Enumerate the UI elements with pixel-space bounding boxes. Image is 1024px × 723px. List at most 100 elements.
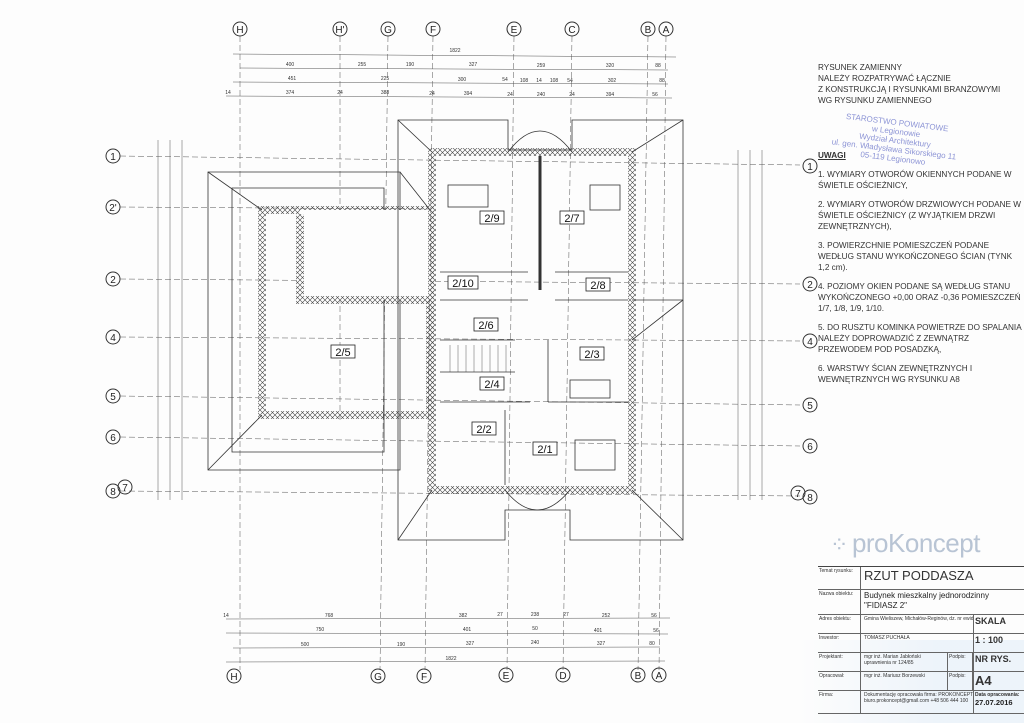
axis-label: 5 [110,392,116,403]
dimension-lines [157,53,763,663]
dimension: 388 [381,90,390,96]
dimension: 56 [652,92,658,98]
dimension: 768 [325,613,334,619]
label: Podpis: [947,653,973,671]
dimension: 27 [563,612,569,618]
axis-label: A [663,25,670,36]
dimension: 80 [649,641,655,647]
axis-label: F [421,672,427,683]
dimension: 259 [537,63,546,69]
main-house [397,119,684,541]
dimension: 24 [507,92,513,98]
drawing-number-label: NR RYS. [973,653,1024,671]
address: Gmina Wieliszew, Michałów-Reginów, dz. n… [864,616,973,622]
dimension: 190 [397,642,406,648]
dimension: 108 [550,78,559,84]
dimension: 14 [536,78,542,84]
axis-label: 7 [795,489,801,500]
dimension: 54 [567,78,573,84]
dimension: 88 [659,78,665,84]
object-name: Budynek mieszkalny jednorodzinny [864,591,989,600]
axis-label: 5 [807,401,813,412]
room-label: 2/9 [484,213,499,225]
email: biuro.prokoncept@gmail.com [864,698,930,704]
dimension: 56 [651,613,657,619]
scale-value: 1 : 100 [973,634,1024,652]
dimension: 302 [608,78,617,84]
left-wing [207,171,434,471]
dimension: 327 [597,641,606,647]
dimension: 14 [223,613,229,619]
dimension: 750 [316,627,325,633]
label: Projektant: [818,653,861,671]
dimension: 300 [458,77,467,83]
dimension: 374 [286,90,295,96]
axis-markers-bottom: H G F E D B A [226,667,667,684]
axis-label: 2 [807,280,813,291]
notes-title: UWAGI [818,151,846,160]
axis-label: F [430,25,436,36]
dimension: 108 [520,78,529,84]
room-label: 2/10 [452,278,473,290]
axis-label: E [511,25,518,36]
dimension: 24 [429,91,435,97]
company: Dokumentację opracowała firma: PROKONCEP… [864,692,973,698]
note-item: 1. WYMIARY OTWORÓW OKIENNYCH PODANE W ŚW… [818,170,1012,190]
room-label: 2/8 [590,280,605,292]
grid-lines [119,35,801,671]
axis-label: H [230,672,237,683]
dimension-texts-top: 1822 400 255 190 327 259 320 88 451 225 … [225,48,665,98]
dimension: 382 [459,613,468,619]
label: Firma: [818,691,861,713]
note-item: 5. DO RUSZTU KOMINKA POWIETRZE DO SPALAN… [818,323,1022,354]
room-label: 2/5 [335,347,350,359]
designer-permit: uprawnienia nr 124/85 [864,660,914,666]
date: 27.07.2016 [975,698,1013,707]
logo-text: proKoncept [851,528,980,558]
axis-markers-right: 1 2 4 5 6 7 8 [790,158,818,505]
checker: mgr inż. Mariusz Borzewski [864,673,925,679]
note-item: 3. POWIERZCHNIE POMIESZCZEŃ PODANE WEDŁU… [818,241,1013,272]
axis-label: B [635,671,642,682]
dimension: 1822 [445,656,456,662]
axis-label: A [656,671,663,682]
title-block: Temat rysunku:RZUT PODDASZA Nazwa obiekt… [818,566,1024,714]
dimension: 24 [337,90,343,96]
room-label: 2/3 [584,349,599,361]
room-label: 2/2 [476,424,491,436]
axis-label: C [568,25,575,36]
room-label: 2/6 [478,320,493,332]
dimension: 255 [358,62,367,68]
dimension: 1822 [449,48,460,54]
room-label: 2/7 [564,213,579,225]
axis-label: 2' [109,203,117,214]
note-item: 6. WARSTWY ŚCIAN ZEWNĘTRZNYCH I WEWNĘTRZ… [818,364,973,384]
dimension: 190 [406,62,415,68]
phone: +48 506 444 100 [930,698,969,704]
note-item: 2. WYMIARY OTWORÓW DRZWIOWYCH PODANE W Ś… [818,200,1022,231]
dimension: 54 [502,77,508,83]
dimension: 240 [537,92,546,98]
axis-label: E [503,671,510,682]
dimension: 394 [606,92,615,98]
dimension: 27 [497,612,503,618]
designer: mgr inż. Marian Jabłoński [864,654,921,660]
axis-label: 6 [110,433,116,444]
axis-label: 4 [807,337,813,348]
axis-label: 6 [807,442,813,453]
drawing-number: A4 [973,672,1024,690]
object-name-2: "FIDIASZ 2" [864,601,908,610]
dimension: 500 [301,642,310,648]
dimension: 56 [653,628,659,634]
dimension-texts-bottom: 14 768 382 27 238 27 252 56 750 401 50 4… [223,612,659,662]
axis-markers-left: 1 2' 2 4 5 6 8 7 [105,148,133,499]
drawing-title: RZUT PODDASZA [864,568,974,583]
room-label: 2/1 [537,444,552,456]
room-labels: 2/9 2/7 2/10 2/8 2/6 2/5 2/3 2/4 2/2 2/1 [330,210,611,456]
axis-label: H [236,25,243,36]
label: Opracował: [818,672,861,690]
axis-label: 1 [110,152,116,163]
dimension: 24 [569,92,575,98]
company-logo: ⁘proKoncept [830,528,980,559]
